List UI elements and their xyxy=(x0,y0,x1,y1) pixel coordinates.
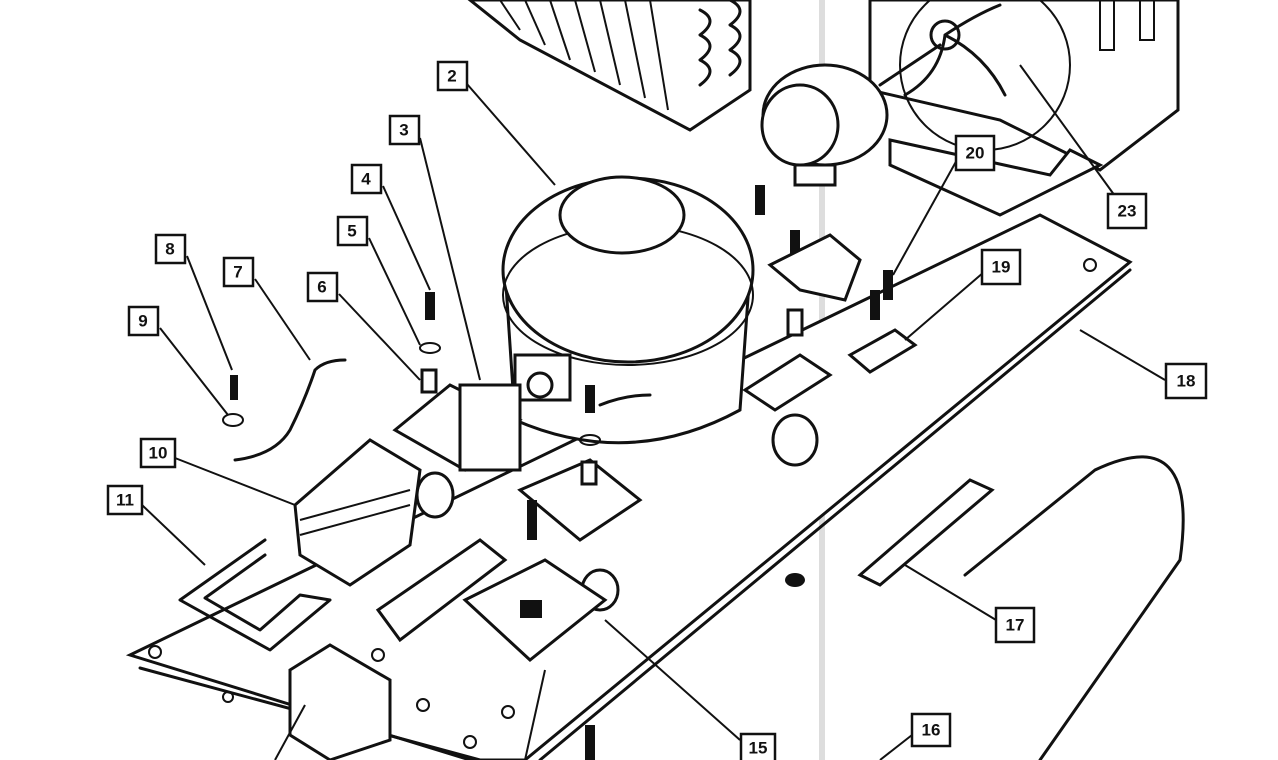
compressor-mounts xyxy=(392,353,833,612)
bolts xyxy=(222,185,893,760)
callout-11: 11 xyxy=(106,484,144,516)
motor-bracket xyxy=(767,233,862,302)
callout-9: 9 xyxy=(127,305,160,337)
callout-6: 6 xyxy=(306,271,339,303)
callout-label: 4 xyxy=(361,170,371,189)
callout-label: 15 xyxy=(749,739,768,758)
callout-2: 2 xyxy=(436,60,469,92)
callout-5: 5 xyxy=(336,215,369,247)
callout-16: 16 xyxy=(910,712,952,748)
callout-label: 11 xyxy=(116,491,134,510)
callout-19: 19 xyxy=(980,248,1022,286)
callout-label: 23 xyxy=(1118,202,1137,221)
callout-label: 16 xyxy=(922,721,941,740)
relay-cover xyxy=(293,438,422,587)
ground-wire xyxy=(233,358,347,462)
callout-15: 15 xyxy=(739,732,777,760)
compressor xyxy=(501,175,755,445)
fan-motor xyxy=(760,43,942,187)
callout-label: 20 xyxy=(966,144,985,163)
callout-label: 2 xyxy=(447,67,456,86)
callout-label: 9 xyxy=(138,312,147,331)
callout-23: 23 xyxy=(1106,192,1148,230)
callout-label: 18 xyxy=(1177,372,1196,391)
callout-label: 19 xyxy=(992,258,1011,277)
capillary-tube xyxy=(963,455,1185,760)
callout-20: 20 xyxy=(954,134,996,172)
callout-7: 7 xyxy=(222,256,255,288)
thermostat xyxy=(857,478,995,587)
callout-17: 17 xyxy=(994,606,1036,644)
cover-clip xyxy=(178,538,332,652)
callout-label: 17 xyxy=(1006,616,1025,635)
callout-label: 10 xyxy=(149,444,168,463)
callout-4: 4 xyxy=(350,163,383,195)
leader-lines xyxy=(141,64,1166,760)
capacitor-bracket xyxy=(288,643,392,760)
callout-label: 3 xyxy=(399,121,408,140)
callout-3: 3 xyxy=(388,114,421,146)
condenser-coil xyxy=(467,0,752,132)
callout-18: 18 xyxy=(1164,362,1208,400)
callout-10: 10 xyxy=(139,437,177,469)
callout-label: 5 xyxy=(347,222,356,241)
terminal-block xyxy=(375,538,608,662)
bracket xyxy=(847,328,918,374)
condenser-fan xyxy=(868,0,1180,217)
callout-8: 8 xyxy=(154,233,187,265)
callout-label: 6 xyxy=(317,278,326,297)
callout-label: 7 xyxy=(233,263,242,282)
callout-label: 8 xyxy=(165,240,174,259)
